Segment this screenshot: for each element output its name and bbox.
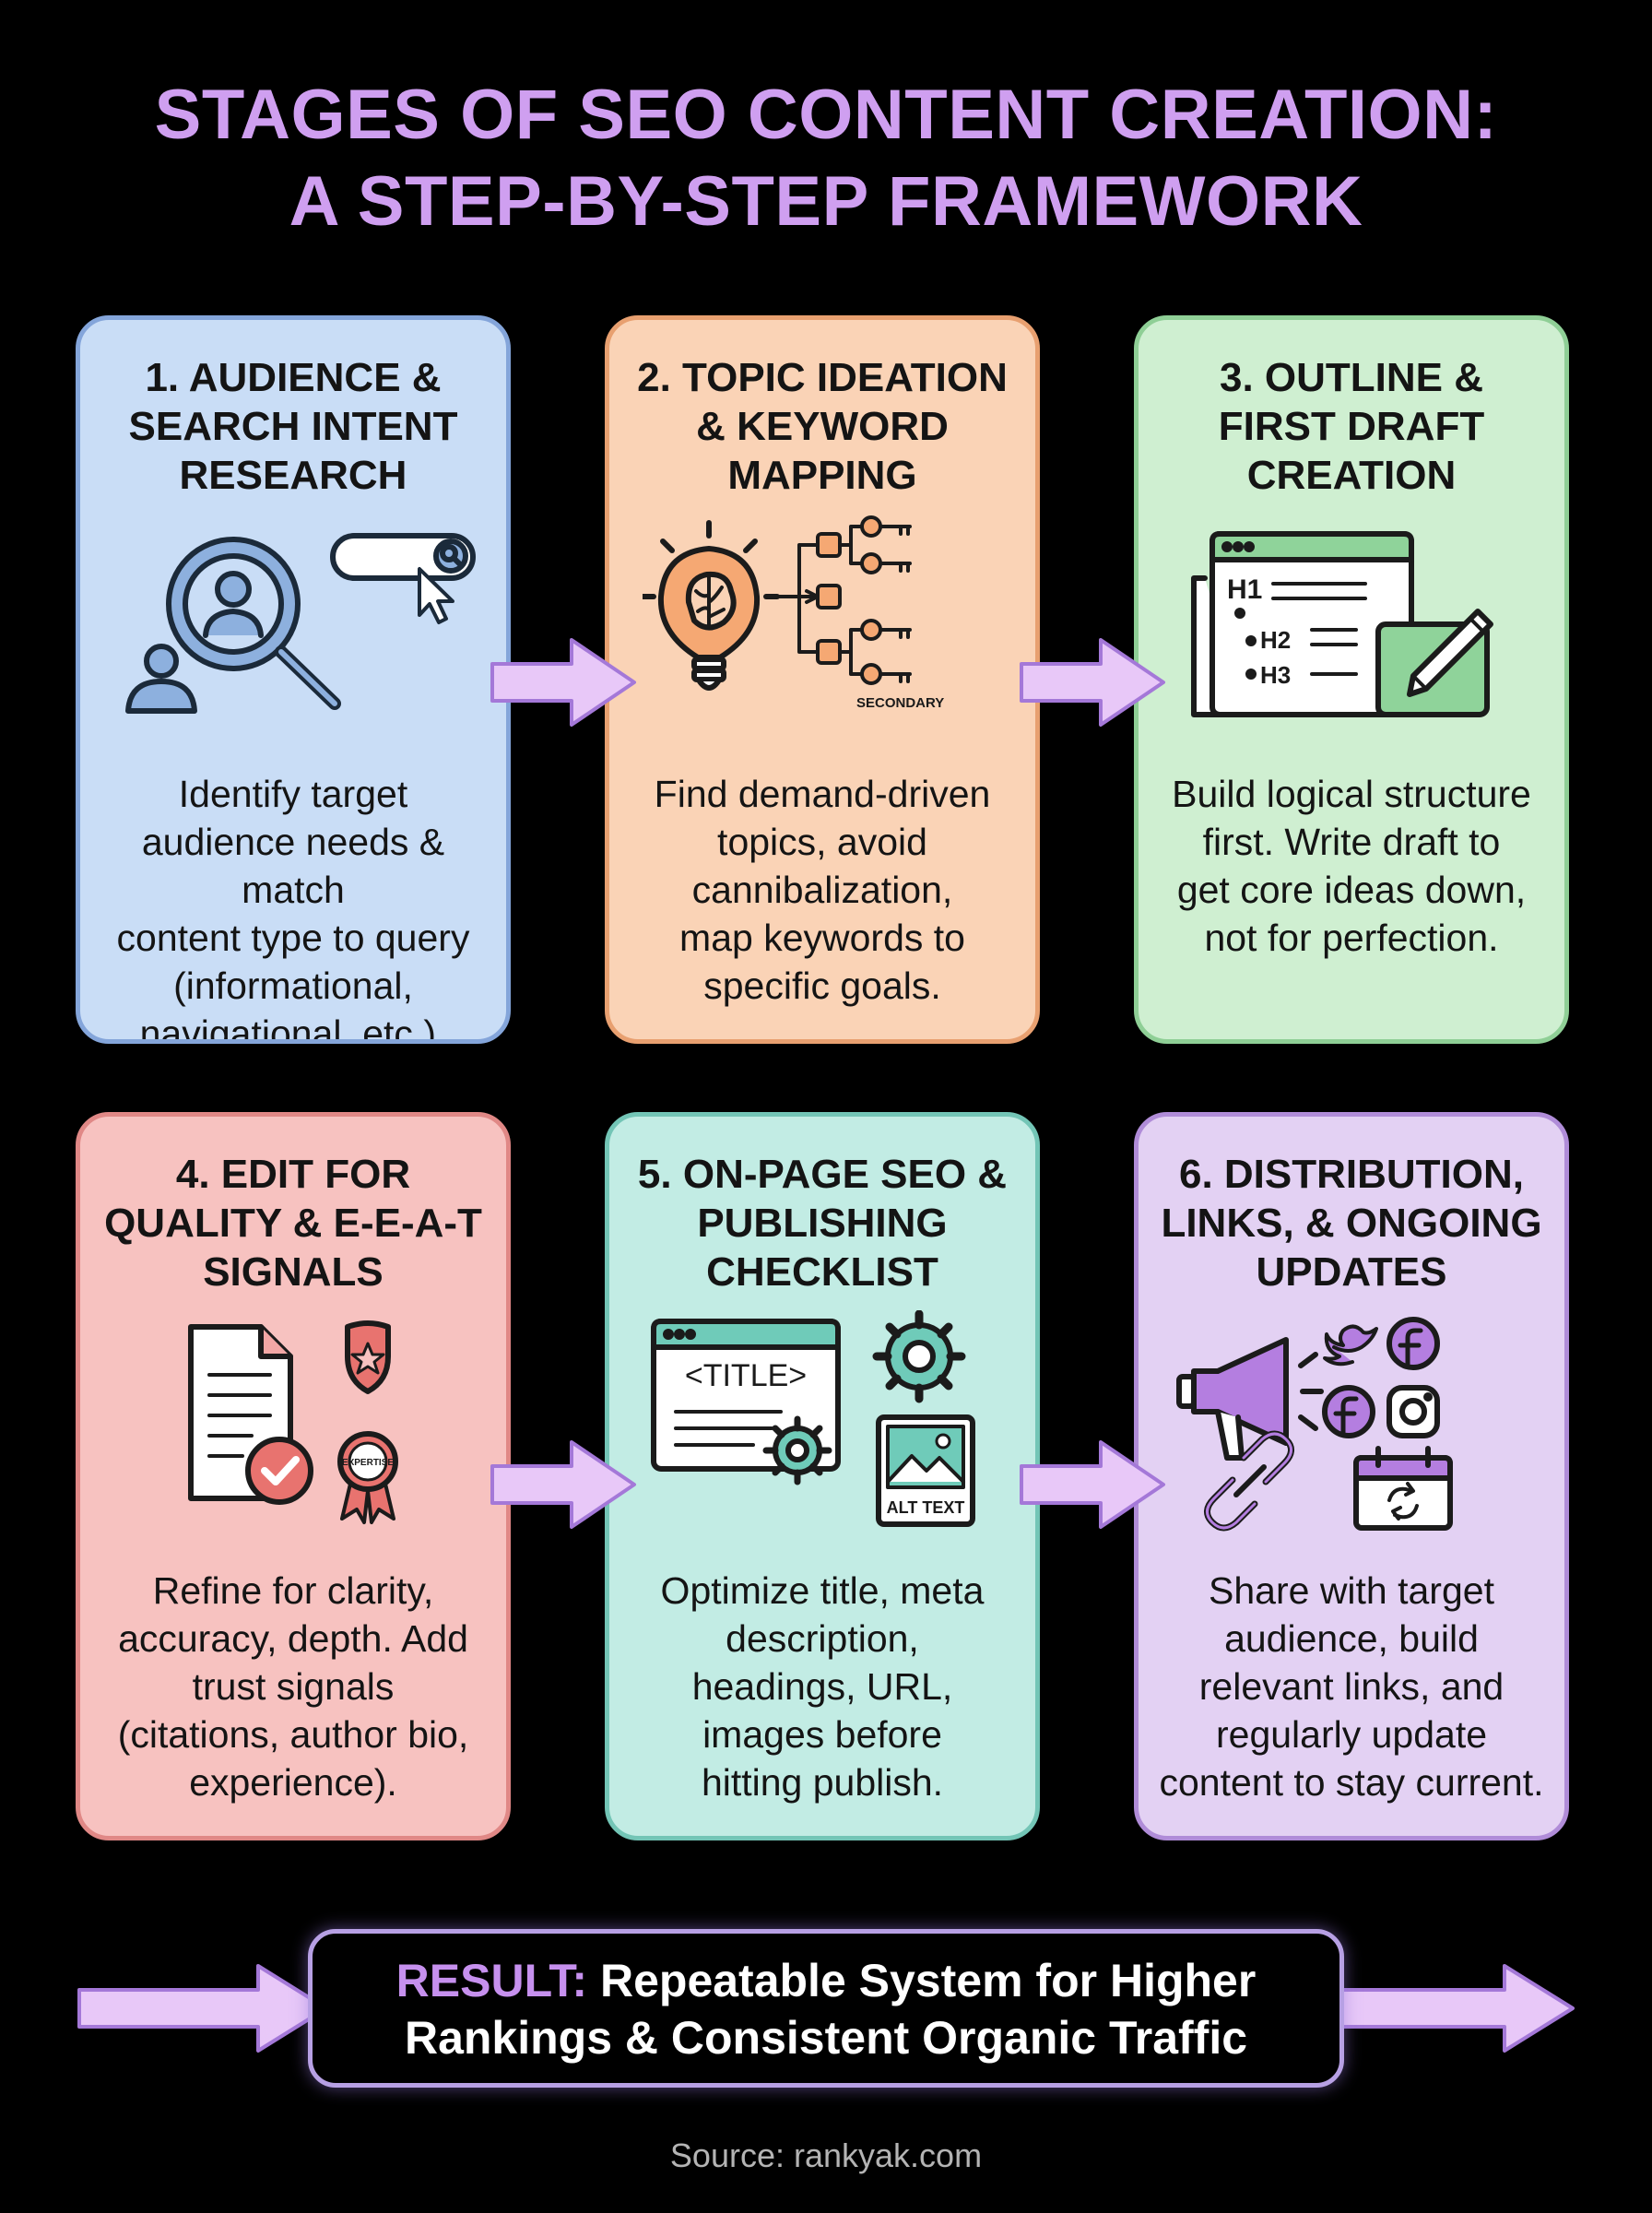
stage-title: 4. EDIT FOR QUALITY & E-E-A-T SIGNALS (104, 1152, 482, 1295)
arrow-right-icon (490, 638, 636, 727)
title-tag-label: <TITLE> (685, 1358, 807, 1393)
stage-description: Share with target audience, build releva… (1159, 1569, 1544, 1804)
user-search-icon (125, 533, 476, 714)
title-line-1: STAGES OF SEO CONTENT CREATION: (154, 76, 1498, 154)
distribution-icon (1176, 1317, 1453, 1532)
arrow-right-icon (490, 1440, 636, 1529)
alt-text-label: ALT TEXT (887, 1498, 965, 1517)
source-credit: Source: rankyak.com (669, 2136, 983, 2174)
stage-card-3: 3. OUTLINE & FIRST DRAFT CREATION H1 H2 … (1134, 315, 1569, 1044)
stage-description: Find demand-driven topics, avoid canniba… (654, 773, 991, 1007)
result-text-2: Rankings & Consistent Organic Traffic (404, 2012, 1248, 2064)
stage-title: 3. OUTLINE & FIRST DRAFT CREATION (1218, 355, 1485, 498)
stage-description: Identify target audience needs & match c… (116, 773, 470, 1044)
result-text-1: Repeatable System for Higher (599, 1955, 1257, 2006)
stage-card-6: 6. DISTRIBUTION, LINKS, & ONGOING UPDATE… (1134, 1112, 1569, 1840)
h3-label: H3 (1260, 661, 1291, 689)
stage-card-5: 5. ON-PAGE SEO & PUBLISHING CHECKLIST <T… (605, 1112, 1040, 1840)
stage-title: 5. ON-PAGE SEO & PUBLISHING CHECKLIST (637, 1152, 1008, 1295)
result-label: RESULT: (395, 1955, 588, 2006)
arrow-right-icon (1307, 1964, 1575, 2053)
arrow-right-icon (1020, 1440, 1165, 1529)
stage-title: 2. TOPIC IDEATION & KEYWORD MAPPING (637, 355, 1008, 498)
stage-card-2: 2. TOPIC IDEATION & KEYWORD MAPPING (605, 315, 1040, 1044)
stage-description: Refine for clarity, accuracy, depth. Add… (117, 1569, 469, 1804)
page-title: STAGES OF SEO CONTENT CREATION: A STEP-B… (0, 72, 1652, 245)
edit-quality-icon: EXPERTISE (188, 1320, 398, 1524)
stage-description: Optimize title, meta description, headin… (660, 1569, 985, 1804)
stage-card-1: 1. AUDIENCE & SEARCH INTENT RESEARCH Ide… (76, 315, 511, 1044)
arrow-right-icon (77, 1964, 328, 2053)
secondary-label: SECONDARY (856, 695, 944, 711)
expertise-label: EXPERTISE (342, 1458, 394, 1468)
on-page-seo-icon: <TITLE> ALT TEXT (651, 1310, 975, 1527)
result-line-1: RESULT: Repeatable System for Higher (313, 1952, 1339, 2009)
title-line-2: A STEP-BY-STEP FRAMEWORK (289, 162, 1363, 241)
stage-title: 6. DISTRIBUTION, LINKS, & ONGOING UPDATE… (1161, 1152, 1542, 1295)
h1-label: H1 (1227, 574, 1262, 605)
h2-label: H2 (1260, 626, 1291, 654)
stage-title: 1. AUDIENCE & SEARCH INTENT RESEARCH (128, 355, 458, 498)
stage-description: Build logical structure first. Write dra… (1172, 773, 1531, 959)
outline-document-icon: H1 H2 H3 (1191, 531, 1493, 717)
stage-card-4: 4. EDIT FOR QUALITY & E-E-A-T SIGNALS EX… (76, 1112, 511, 1840)
arrow-right-icon (1020, 638, 1165, 727)
result-box: RESULT: Repeatable System for Higher Ran… (308, 1929, 1344, 2088)
lightbulb-brain-icon: SECONDARY (643, 515, 944, 711)
